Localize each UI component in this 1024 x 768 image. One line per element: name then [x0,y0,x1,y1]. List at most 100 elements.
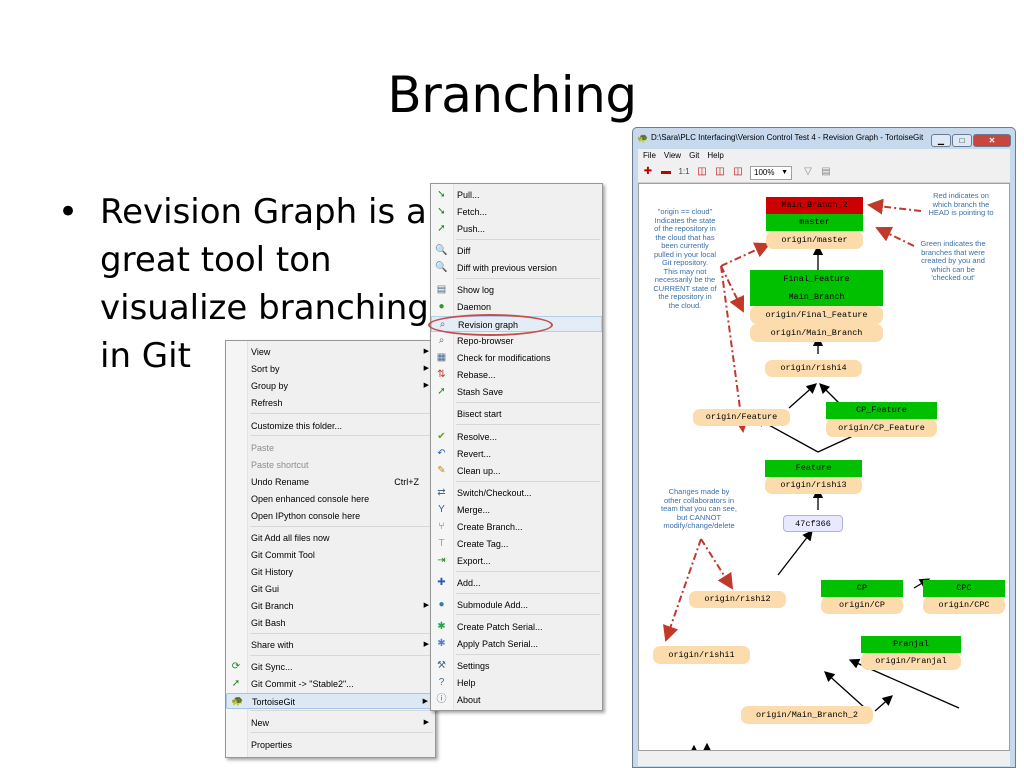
menu-item-git-add-all-files-now[interactable]: Git Add all files now [226,530,435,546]
graph-node-origin-rishi2[interactable]: origin/rishi2 [689,591,786,608]
submenu-item-check-for-modifications[interactable]: ▦Check for modifications [431,350,602,366]
submenu-item-repo-browser[interactable]: ⌕Repo-browser [431,333,602,349]
submenu-item-fetch[interactable]: ➘Fetch... [431,204,602,220]
graph-node-origin-rishi4[interactable]: origin/rishi4 [765,360,862,377]
graph-node-feature[interactable]: Feature [765,460,862,477]
submenu-item-diff-with-previous-version[interactable]: 🔍Diff with previous version [431,260,602,276]
graph-node-cp[interactable]: CP [821,580,903,597]
export-icon: ⇥ [437,555,446,566]
fit-width-icon[interactable]: ◫ [697,166,707,177]
submenu-item-stash-save[interactable]: ➚Stash Save [431,384,602,400]
show-log-icon: ▤ [436,284,447,295]
graph-node-origin-rishi3[interactable]: origin/rishi3 [765,477,862,494]
menu-item-group-by[interactable]: Group by▶ [226,378,435,394]
zoom-out-icon[interactable]: ▬ [661,166,671,177]
submenu-item-add[interactable]: ✚Add... [431,575,602,591]
menu-item-tortoisegit[interactable]: 🐢TortoiseGit▶ [226,693,435,709]
graph-node-master[interactable]: master [766,214,863,231]
graph-node-origin-feature[interactable]: origin/Feature [693,409,790,426]
graph-node-pranjal[interactable]: Pranjal [861,636,961,653]
menu-item-open-ipython-console-here[interactable]: Open IPython console here [226,508,435,524]
submenu-arrow-icon: ▶ [423,382,429,389]
submenu-item-create-patch-serial[interactable]: ✱Create Patch Serial... [431,619,602,635]
menu-item-share-with[interactable]: Share with▶ [226,637,435,653]
menu-file[interactable]: File [643,151,656,160]
menu-item-git-commit-stable2[interactable]: ➚Git Commit -> "Stable2"... [226,676,435,692]
menu-item-sort-by[interactable]: Sort by▶ [226,361,435,377]
revision-graph-highlight-ellipse [428,314,553,336]
graph-node-origin-main-branch[interactable]: origin/Main_Branch [750,324,883,342]
menu-item-new[interactable]: New▶ [226,715,435,731]
graph-node-origin-cp-feature[interactable]: origin/CP_Feature [826,419,937,437]
graph-node-origin-pranjal[interactable]: origin/Pranjal [861,653,961,670]
submenu-item-rebase[interactable]: ⇅Rebase... [431,367,602,383]
fit-window-icon[interactable]: ◫ [733,166,743,177]
menu-item-view[interactable]: View▶ [226,344,435,360]
submenu-item-apply-patch-serial[interactable]: ✱Apply Patch Serial... [431,636,602,652]
graph-node-origin-cp[interactable]: origin/CP [821,597,903,614]
zoom-in-icon[interactable]: ✚ [643,166,653,177]
legend-icon[interactable]: ▤ [821,166,831,177]
menu-item-git-commit-tool[interactable]: Git Commit Tool [226,547,435,563]
menu-separator [250,633,433,634]
menu-git[interactable]: Git [689,151,700,160]
fit-height-icon[interactable]: ◫ [715,166,725,177]
submenu-item-submodule-add[interactable]: ●Submodule Add... [431,597,602,613]
menu-help[interactable]: Help [707,151,724,160]
graph-node-main-branch[interactable]: Main_Branch [750,288,883,306]
graph-node-origin-cpc[interactable]: origin/CPC [923,597,1005,614]
submenu-item-push[interactable]: ➚Push... [431,221,602,237]
graph-node-cp-feature[interactable]: CP_Feature [826,402,937,419]
menu-item-git-gui[interactable]: Git Gui [226,581,435,597]
minimize-button[interactable]: ▁ [931,134,951,147]
submenu-item-label: Settings [457,661,490,671]
slide-title: Branching [387,66,637,124]
graph-node-commit-47cf366[interactable]: 47cf366 [783,515,843,532]
graph-node-final-feature[interactable]: Final_Feature [750,270,883,288]
submenu-item-show-log[interactable]: ▤Show log [431,282,602,298]
submenu-item-create-branch[interactable]: ⑂Create Branch... [431,519,602,535]
submenu-item-revert[interactable]: ↶Revert... [431,446,602,462]
submenu-item-pull[interactable]: ➘Pull... [431,187,602,203]
submenu-item-clean-up[interactable]: ✎Clean up... [431,463,602,479]
submenu-item-diff[interactable]: 🔍Diff [431,243,602,259]
submenu-item-export[interactable]: ⇥Export... [431,553,602,569]
graph-node-origin-main-branch-2[interactable]: origin/Main_Branch_2 [741,706,873,724]
menu-item-git-bash[interactable]: Git Bash [226,615,435,631]
menu-item-refresh[interactable]: Refresh [226,395,435,411]
graph-node-origin-rishi1[interactable]: origin/rishi1 [653,646,750,664]
submenu-item-bisect-start[interactable]: Bisect start [431,406,602,422]
graph-node-cpc[interactable]: CPC [923,580,1005,597]
menu-view[interactable]: View [663,151,682,160]
graph-node-main-branch-2[interactable]: Main_Branch_2 [766,197,863,214]
submenu-item-resolve[interactable]: ✔Resolve... [431,429,602,445]
menu-item-paste-shortcut[interactable]: Paste shortcut [226,457,435,473]
submenu-item-settings[interactable]: ⚒Settings [431,658,602,674]
close-button[interactable]: ✕ [973,134,1011,147]
submenu-item-switch-checkout[interactable]: ⇄Switch/Checkout... [431,485,602,501]
menu-item-git-history[interactable]: Git History [226,564,435,580]
graph-node-origin-master[interactable]: origin/master [766,231,863,249]
menu-item-properties[interactable]: Properties [226,737,435,753]
menu-item-git-sync[interactable]: ⟳Git Sync... [226,659,435,675]
zoom-1-1-button[interactable]: 1:1 [678,167,690,176]
graph-node-origin-final-feature[interactable]: origin/Final_Feature [750,306,883,324]
maximize-button[interactable]: □ [952,134,972,147]
menu-item-customize-this-folder[interactable]: Customize this folder... [226,418,435,434]
filter-icon[interactable]: ▽ [804,166,812,177]
submenu-item-label: Push... [457,224,486,234]
menu-separator [456,424,600,425]
menu-item-paste[interactable]: Paste [226,440,435,456]
menu-item-open-enhanced-console-here[interactable]: Open enhanced console here [226,491,435,507]
menu-item-git-branch[interactable]: Git Branch▶ [226,598,435,614]
daemon-icon: ● [438,301,445,312]
zoom-select[interactable]: 100%▼ [750,166,792,180]
submenu-item-help[interactable]: ?Help [431,675,602,691]
submenu-item-daemon[interactable]: ●Daemon [431,299,602,315]
